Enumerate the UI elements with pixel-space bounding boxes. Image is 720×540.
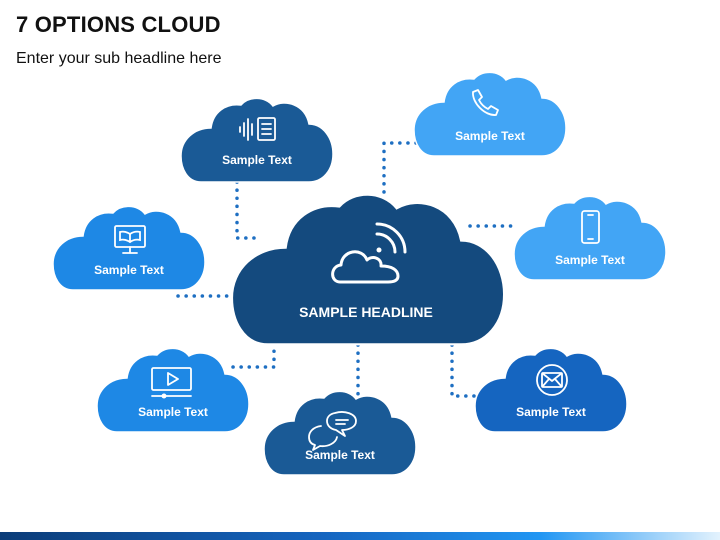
option-label-book: Sample Text [94, 263, 164, 277]
page-title: 7 OPTIONS CLOUD [16, 12, 221, 37]
cloud-wifi-icon [331, 222, 407, 284]
connector-video [231, 343, 276, 369]
center-cloud-shape [230, 193, 506, 346]
smartphone-icon [581, 210, 600, 244]
option-cloud-mobile[interactable]: Sample Text [513, 195, 667, 281]
connectors [176, 141, 520, 398]
option-cloud-audio[interactable]: Sample Text [180, 97, 334, 183]
connector-phone [382, 141, 428, 194]
center-headline: SAMPLE HEADLINE [299, 304, 433, 320]
option-cloud-audio-shape [180, 97, 334, 183]
option-label-mobile: Sample Text [555, 253, 625, 267]
center-cloud[interactable] [230, 193, 506, 346]
video-player-icon [151, 367, 192, 399]
option-label-audio: Sample Text [222, 153, 292, 167]
option-cloud-mail[interactable]: Sample Text [474, 347, 628, 433]
envelope-icon [536, 364, 568, 396]
option-label-video: Sample Text [138, 405, 208, 419]
chat-bubbles-icon [308, 411, 357, 451]
option-cloud-phone[interactable]: Sample Text [413, 71, 567, 157]
option-label-phone: Sample Text [455, 129, 525, 143]
phone-icon [472, 89, 499, 116]
page-subtitle: Enter your sub headline here [16, 50, 222, 67]
option-cloud-chat[interactable]: Sample Text [263, 390, 417, 476]
option-label-chat: Sample Text [305, 448, 375, 462]
option-label-mail: Sample Text [516, 405, 586, 419]
audio-document-icon [239, 117, 276, 141]
option-cloud-video[interactable]: Sample Text [96, 347, 250, 433]
ebook-monitor-icon [114, 225, 146, 254]
connector-audio [235, 180, 264, 240]
connector-mail [450, 343, 480, 398]
footer-gradient-bar [0, 532, 720, 540]
option-cloud-book[interactable]: Sample Text [52, 205, 206, 291]
option-cloud-mail-shape [474, 347, 628, 433]
option-cloud-book-shape [52, 205, 206, 291]
